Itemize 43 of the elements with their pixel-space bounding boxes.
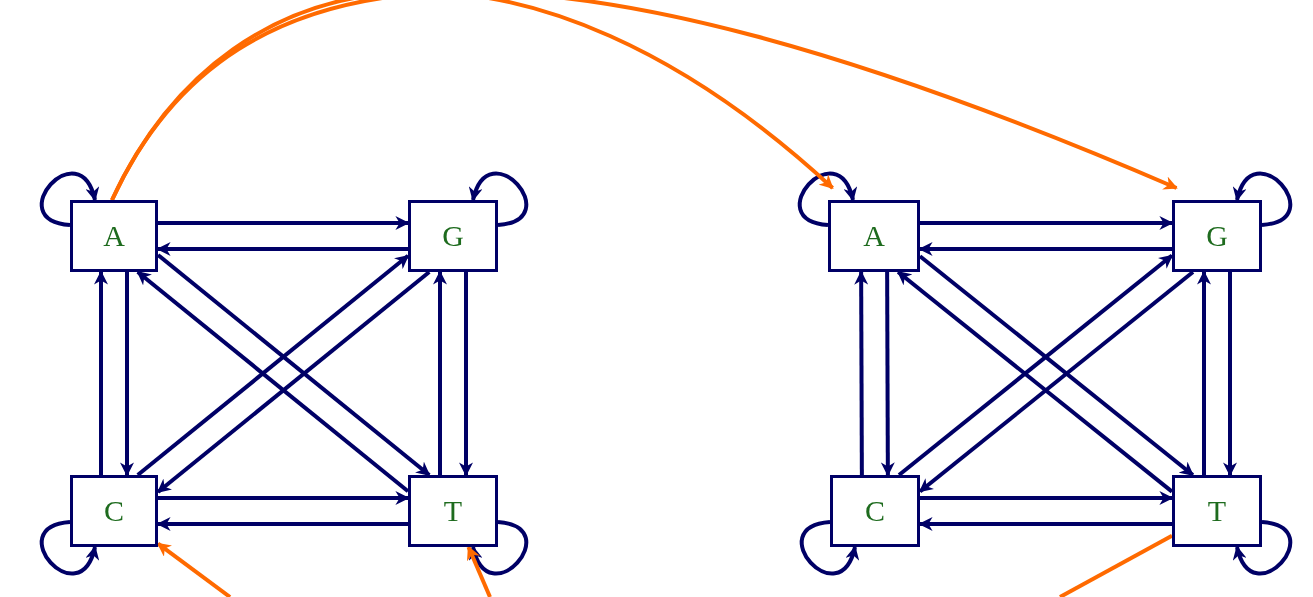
state-label: A bbox=[103, 221, 125, 251]
state-box bbox=[830, 475, 920, 547]
arrow bbox=[880, 272, 895, 477]
arrow bbox=[156, 242, 408, 256]
arrow bbox=[158, 216, 410, 230]
state-label: A bbox=[863, 221, 885, 251]
arrow bbox=[156, 517, 408, 531]
state-label: C bbox=[104, 496, 124, 526]
state-label: T bbox=[443, 496, 463, 526]
arrow bbox=[1197, 270, 1211, 475]
state-box bbox=[408, 475, 498, 547]
self-loop-arrow bbox=[470, 171, 528, 227]
arrow bbox=[158, 491, 410, 505]
arrow bbox=[466, 545, 492, 597]
self-loop-arrow bbox=[470, 520, 528, 576]
arrow bbox=[459, 272, 473, 477]
arrow bbox=[920, 491, 1174, 505]
state-box bbox=[70, 475, 158, 547]
arrow bbox=[94, 270, 108, 475]
state-box bbox=[1172, 475, 1262, 547]
arrow bbox=[110, 0, 1178, 201]
arrow bbox=[854, 270, 869, 475]
self-loop-arrow bbox=[1234, 171, 1292, 227]
state-label: G bbox=[442, 221, 464, 251]
state-box bbox=[70, 200, 158, 272]
state-box bbox=[408, 200, 498, 272]
arrow bbox=[120, 272, 134, 477]
self-loop-arrow bbox=[40, 520, 98, 576]
self-loop-arrow bbox=[800, 520, 858, 576]
arrow bbox=[1223, 272, 1237, 477]
arrow bbox=[920, 216, 1174, 230]
state-box bbox=[828, 200, 920, 272]
self-loop-arrow bbox=[40, 171, 98, 227]
self-loop-arrow bbox=[1234, 520, 1292, 576]
self-loop-arrow bbox=[798, 171, 856, 227]
state-box bbox=[1172, 200, 1262, 272]
arrow bbox=[918, 517, 1172, 531]
state-label: C bbox=[865, 496, 885, 526]
state-label: G bbox=[1206, 221, 1228, 251]
state-label: T bbox=[1207, 496, 1227, 526]
arrow bbox=[156, 542, 232, 597]
arrow bbox=[433, 270, 447, 475]
arrow bbox=[918, 242, 1172, 256]
